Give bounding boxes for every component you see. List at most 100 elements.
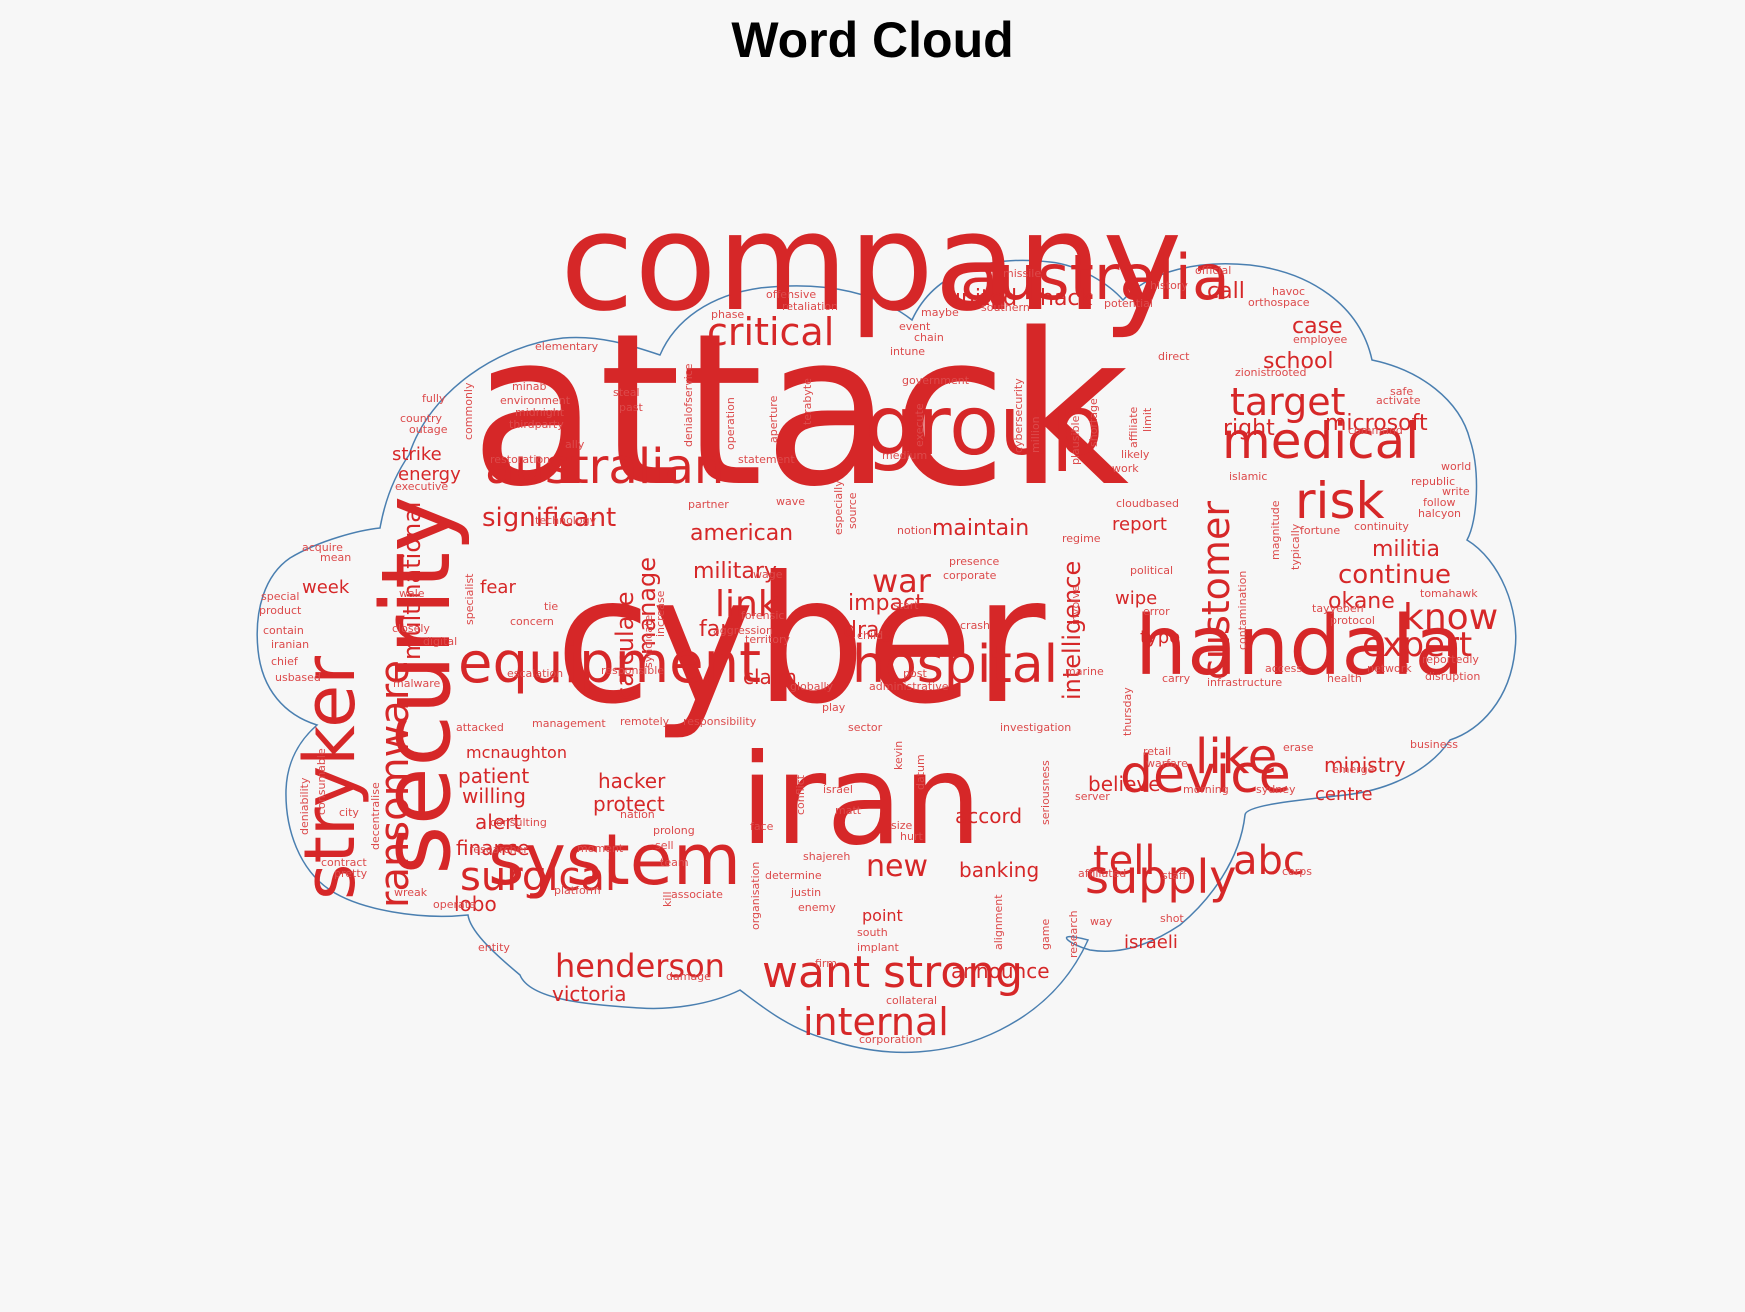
word-impact: impact xyxy=(848,590,924,616)
word-face: face xyxy=(750,820,774,834)
word-united: united xyxy=(947,285,1018,311)
word-political: political xyxy=(1130,564,1174,578)
word-event: event xyxy=(899,320,931,334)
word-cloudbased: cloudbased xyxy=(1116,497,1179,511)
word-team: team xyxy=(660,856,689,870)
word-platform: platform xyxy=(554,884,601,898)
word-centre: centre xyxy=(1315,783,1373,805)
word-shot: shot xyxy=(1160,912,1184,926)
word-expert: expert xyxy=(1362,625,1473,666)
word-implant: implant xyxy=(857,941,899,955)
word-maybe: maybe xyxy=(921,306,959,320)
word-continuity: continuity xyxy=(1354,520,1409,534)
word-mcnaughton: mcnaughton xyxy=(466,742,567,762)
word-wreak: wreak xyxy=(394,886,428,900)
word-research: research xyxy=(1067,910,1080,958)
word-claim: claim xyxy=(743,665,797,690)
word-critical: critical xyxy=(707,310,835,355)
word-moment: moment xyxy=(577,842,624,856)
word-military: military xyxy=(693,558,777,584)
word-cyber: cyber xyxy=(555,539,1046,743)
word-militia: militia xyxy=(1372,536,1440,562)
word-republic: republic xyxy=(1411,475,1456,489)
word-attack: attack xyxy=(470,288,1130,534)
word-drag: drag xyxy=(843,617,894,643)
word-commonly: commonly xyxy=(462,382,475,440)
word-write: write xyxy=(1442,485,1470,499)
word-war: war xyxy=(872,562,931,601)
word-potential: potential xyxy=(1104,297,1153,311)
word-infrastructure: infrastructure xyxy=(1207,676,1283,690)
word-prolong: prolong xyxy=(653,824,695,838)
word-south: south xyxy=(857,926,888,940)
word-wave: wave xyxy=(776,495,806,509)
word-size: size xyxy=(891,819,913,833)
word-thursday: thursday xyxy=(1121,687,1134,736)
word-access: access xyxy=(1265,662,1303,676)
word-direct: direct xyxy=(1158,350,1190,364)
word-tomahawk: tomahawk xyxy=(1420,587,1478,601)
word-presence: presence xyxy=(949,555,1000,569)
word-globally: globally xyxy=(790,680,834,694)
word-health: health xyxy=(1327,672,1362,686)
word-ally: ally xyxy=(565,438,585,452)
word-notion: notion xyxy=(897,524,932,538)
word-sell: sell xyxy=(655,839,674,853)
word-execute: execute xyxy=(913,403,926,447)
word-malware: malware xyxy=(393,677,441,691)
word-investigation: investigation xyxy=(1000,721,1072,735)
word-remotely: remotely xyxy=(620,715,670,729)
word-lobo: lobo xyxy=(454,892,497,917)
word-group: group xyxy=(865,379,1104,475)
word-business: business xyxy=(1410,738,1458,752)
word-specialist: specialist xyxy=(463,573,476,625)
word-forensic: forensic xyxy=(741,609,785,623)
word-corporate: corporate xyxy=(943,569,997,583)
word-israeli: israeli xyxy=(1124,931,1178,953)
word-like: like xyxy=(1195,728,1278,785)
word-intelligence: intelligence xyxy=(1058,560,1086,700)
word-morning: morning xyxy=(1183,783,1229,797)
word-hospital: hospital xyxy=(852,635,1059,696)
word-cybersecurity: cybersecurity xyxy=(1012,378,1025,453)
word-okane: okane xyxy=(1328,588,1395,614)
word-staff: staff xyxy=(1162,869,1187,883)
word-government: government xyxy=(902,374,970,388)
word-technology: technology xyxy=(535,514,597,528)
word-supply: supply xyxy=(1085,850,1237,905)
word-victoria: victoria xyxy=(552,982,627,1007)
word-havoc: havoc xyxy=(1272,285,1305,299)
word-midnight: midnight xyxy=(515,406,565,420)
word-week: week xyxy=(302,576,350,598)
word-know: know xyxy=(1403,596,1499,638)
word-henderson: henderson xyxy=(555,947,725,986)
word-special: special xyxy=(261,590,300,604)
word-work: work xyxy=(1112,462,1139,476)
word-elementary: elementary xyxy=(535,340,599,354)
word-enemy: enemy xyxy=(798,901,836,915)
word-decentralise: decentralise xyxy=(369,782,382,850)
word-missile: missile xyxy=(1003,267,1042,281)
word-internal: internal xyxy=(803,1000,949,1045)
word-product: product xyxy=(259,604,302,618)
word-contamination: contamination xyxy=(1236,570,1249,650)
word-iranian: iranian xyxy=(271,638,310,652)
word-restoration: restoration xyxy=(490,453,551,467)
word-collateral: collateral xyxy=(886,994,938,1008)
word-contract: contract xyxy=(321,856,367,870)
word-command: command xyxy=(1348,424,1403,438)
word-continue: continue xyxy=(1338,559,1452,590)
word-willing: willing xyxy=(462,784,526,809)
word-usbased: usbased xyxy=(275,671,321,685)
word-attacked: attacked xyxy=(456,721,504,735)
word-marine: marine xyxy=(1065,665,1104,679)
word-multinational: multinational xyxy=(398,501,426,660)
word-firm: firm xyxy=(815,957,837,971)
word-link: link xyxy=(715,583,779,625)
word-southern: southern xyxy=(981,301,1030,315)
word-administrative: administrative xyxy=(869,680,949,694)
word-announce: announce xyxy=(951,959,1050,984)
word-intune: intune xyxy=(890,345,926,359)
word-conflict: conflict xyxy=(794,774,807,815)
word-tie: tie xyxy=(544,600,559,614)
